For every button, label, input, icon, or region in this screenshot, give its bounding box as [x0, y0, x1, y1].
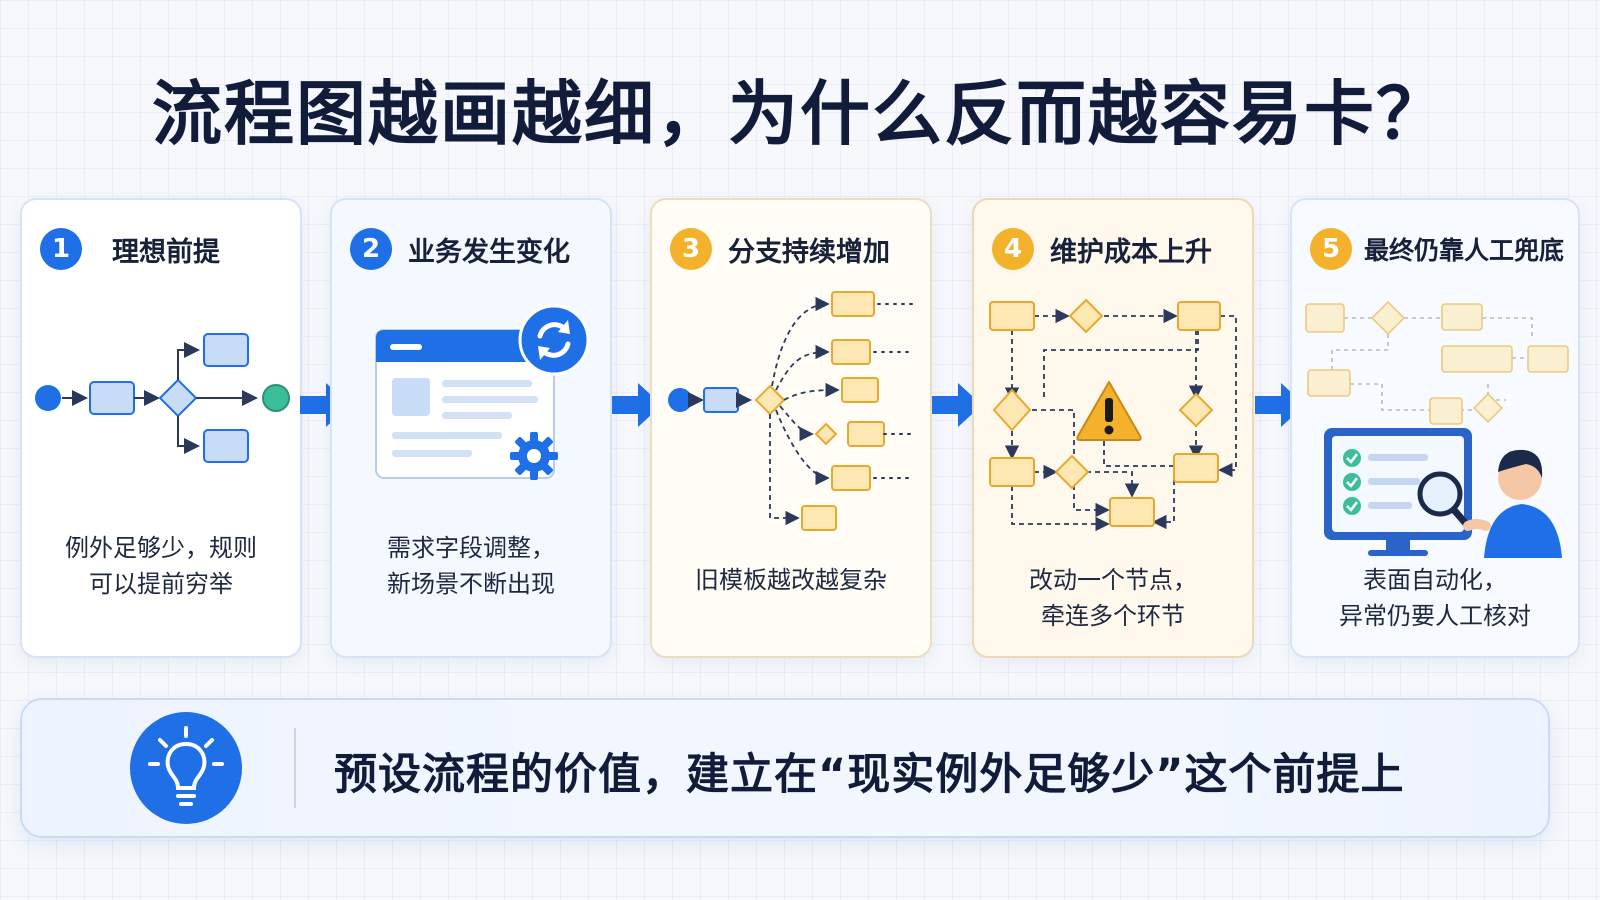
step-card-5: 5 最终仍靠人工兜底 — [1290, 198, 1580, 658]
step-card-2: 2 业务发生变化 需求字段调整， 新场景不断出现 — [330, 198, 612, 658]
step-title-3: 分支持续增加 — [728, 236, 890, 268]
step-title-5: 最终仍靠人工兜底 — [1364, 236, 1565, 265]
step-description-2: 需求字段调整， 新场景不断出现 — [387, 534, 555, 598]
step-description-1: 例外足够少，规则 可以提前穷举 — [65, 534, 257, 598]
conclusion-banner: 预设流程的价值，建立在“现实例外足够少”这个前提上 — [20, 698, 1550, 838]
step-card-1: 1 理想前提 例外足够少，规则 可以提前穷举 — [20, 198, 302, 658]
step-description-3: 旧模板越改越复杂 — [695, 566, 887, 594]
step-header-3: 3 分支持续增加 — [670, 228, 890, 270]
step-description-5: 表面自动化， 异常仍要人工核对 — [1339, 566, 1531, 630]
step-badge-4: 4 — [992, 228, 1034, 270]
flow-arrow-3 — [932, 383, 982, 427]
step-header-4: 4 维护成本上升 — [992, 228, 1212, 270]
step-badge-2: 2 — [350, 228, 392, 270]
lightbulb-icon — [130, 712, 242, 824]
branching-flowchart-illustration — [668, 291, 915, 531]
form-window-illustration — [375, 329, 555, 479]
page-title: 流程图越画越细，为什么反而越容易卡？ — [152, 73, 1448, 155]
step-card-4: 4 维护成本上升 — [972, 198, 1254, 658]
step-card-3: 3 分支持续增加 — [650, 198, 932, 658]
step-header-1: 1 理想前提 — [40, 228, 220, 270]
tangled-flowchart-illustration — [989, 298, 1237, 532]
manual-review-illustration — [1324, 428, 1562, 558]
faded-flowchart-illustration — [1305, 300, 1569, 425]
step-header-2: 2 业务发生变化 — [350, 228, 570, 270]
flow-arrow-2 — [612, 383, 662, 427]
step-description-4: 改动一个节点， 牵连多个环节 — [1029, 566, 1197, 630]
gear-icon — [510, 432, 558, 480]
step-title-4: 维护成本上升 — [1050, 236, 1212, 268]
simple-flowchart-illustration — [35, 333, 290, 463]
step-title-1: 理想前提 — [112, 236, 220, 268]
step-title-2: 业务发生变化 — [408, 236, 570, 268]
banner-divider — [294, 728, 296, 808]
step-badge-3: 3 — [670, 228, 712, 270]
warning-icon — [1076, 381, 1142, 441]
refresh-icon — [518, 304, 590, 376]
step-badge-5: 5 — [1310, 228, 1352, 270]
check-icon — [1343, 449, 1361, 515]
step-badge-1: 1 — [40, 228, 82, 270]
conclusion-text: 预设流程的价值，建立在“现实例外足够少”这个前提上 — [334, 750, 1405, 800]
step-header-5: 5 最终仍靠人工兜底 — [1310, 228, 1564, 270]
